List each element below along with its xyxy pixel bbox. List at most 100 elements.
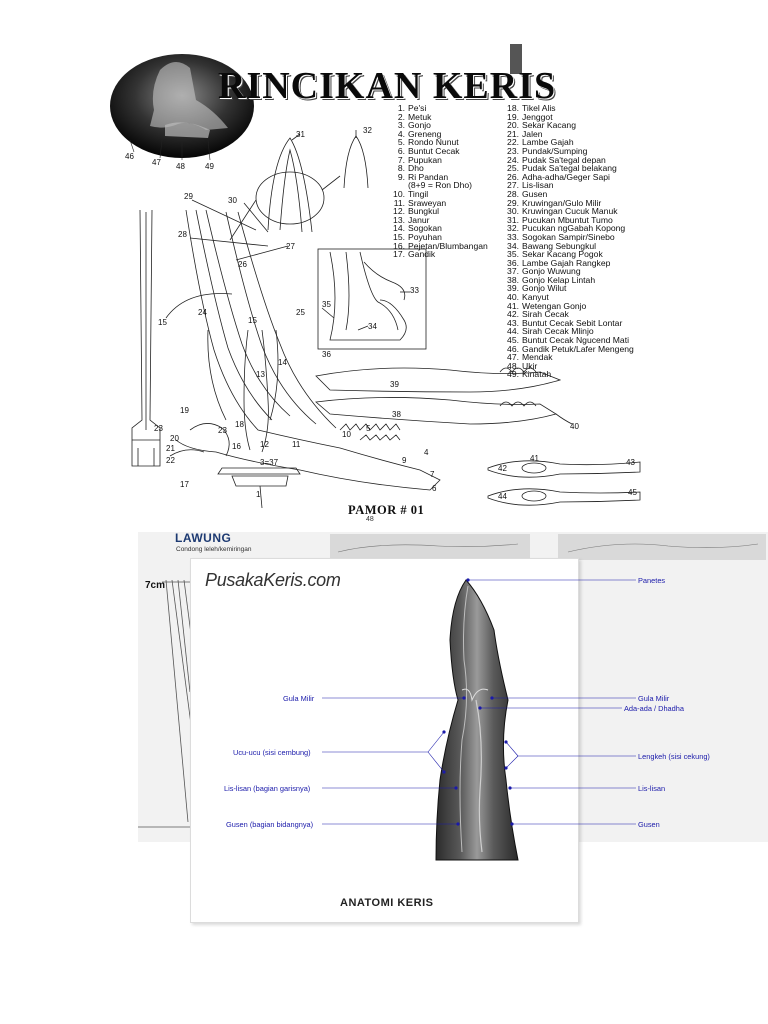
- parts-list-text: Sekar Kacang Pogok: [522, 249, 603, 260]
- parts-list-item: 5.Rondo Nunut: [386, 138, 488, 147]
- diagram-number: 16: [232, 442, 241, 451]
- parts-list-text: Pejetan/Blumbangan: [408, 240, 488, 251]
- parts-list-item: 35.Sekar Kacang Pogok: [500, 250, 634, 259]
- parts-list-number: 13.: [393, 214, 405, 225]
- parts-list-item: 7.Pupukan: [386, 154, 488, 165]
- parts-list-text: Rondo Nunut: [408, 137, 459, 148]
- parts-list-item: (8+9 = Ron Dho): [386, 181, 488, 190]
- diagram-number: 38: [392, 410, 401, 419]
- parts-list-number: 36.: [507, 257, 519, 268]
- diagram-number: 35: [322, 300, 331, 309]
- parts-list-item: 23.Pundak/Sumping: [500, 147, 634, 156]
- parts-list-number: 2.: [397, 111, 405, 122]
- diagram-number: 49: [205, 162, 214, 171]
- parts-list-item: 16.Pejetan/Blumbangan: [386, 240, 488, 251]
- parts-list-text: Bungkul: [408, 206, 440, 217]
- parts-list-text: Mendak: [522, 352, 553, 363]
- diagram-number: 41: [530, 454, 539, 463]
- diagram-number: 29: [184, 192, 193, 201]
- parts-list-item: 14.Sogokan: [386, 224, 488, 233]
- parts-list-item: 33.Sogokan Sampir/Sinebo: [500, 233, 634, 242]
- parts-list-item: 32.Pucukan ngGabah Kopong: [500, 224, 634, 233]
- parts-list-number: 41.: [507, 300, 519, 311]
- parts-list-number: 48.: [507, 360, 519, 371]
- diagram-number: 12: [260, 440, 269, 449]
- parts-list-item: 28.Gusen: [500, 190, 634, 199]
- parts-list-text: Sogokan Sampir/Sinebo: [522, 231, 615, 242]
- parts-list-number: 37.: [507, 266, 519, 277]
- parts-list-number: 26.: [507, 171, 519, 182]
- diagram-number: 36: [322, 350, 331, 359]
- parts-list-number: 7.: [397, 154, 405, 165]
- parts-list-number: 46.: [507, 343, 519, 354]
- parts-list-item: 13.Janur: [386, 214, 488, 225]
- parts-list-number: 27.: [507, 180, 519, 191]
- parts-list-item: 48.Ukir: [500, 362, 634, 371]
- parts-list-item: 44.Sirah Cecak Mlinjo: [500, 327, 634, 336]
- parts-list-text: Kinatah: [522, 369, 552, 380]
- parts-list-item: 49.Kinatah: [500, 370, 634, 379]
- diagram-number: 45: [628, 488, 637, 497]
- parts-list-text: Pudak Sa'tegal depan: [522, 154, 606, 165]
- label-lis-lisan-left: Lis-lisan (bagian garisnya): [224, 784, 311, 793]
- diagram-number: 26: [238, 260, 247, 269]
- parts-list-number: 8.: [397, 163, 405, 174]
- keris-line-drawing: [110, 44, 641, 509]
- parts-list-item: 21.Jalen: [500, 129, 634, 139]
- parts-list-number: 22.: [507, 137, 519, 148]
- parts-list-text: Dho: [408, 163, 424, 174]
- diagram-number: 15: [158, 318, 167, 327]
- parts-list-text: Gonjo Kelap Lintah: [522, 274, 596, 285]
- pamor-page-number: 48: [366, 516, 374, 523]
- parts-list-number: 39.: [507, 283, 519, 294]
- parts-list-item: 4.Greneng: [386, 129, 488, 139]
- parts-list-number: 20.: [507, 120, 519, 131]
- diagram-number: 47: [152, 158, 161, 167]
- diagram-number: 6: [432, 484, 437, 493]
- parts-list-number: 25.: [507, 163, 519, 174]
- parts-list-number: 44.: [507, 326, 519, 337]
- parts-list-number: 1.: [397, 103, 405, 113]
- parts-list-text: Tikel Alis: [522, 103, 556, 113]
- parts-list-text: Gonjo Wilut: [522, 283, 567, 294]
- diagram-number: 24: [198, 308, 207, 317]
- label-panetes: Panetes: [638, 576, 666, 585]
- parts-list-item: 39.Gonjo Wilut: [500, 284, 634, 293]
- parts-list-item: 34.Bawang Sebungkul: [500, 241, 634, 251]
- diagram-number: 9: [402, 456, 407, 465]
- diagram-number: 40: [570, 422, 579, 431]
- parts-list-text: Pe'si: [408, 103, 427, 113]
- diagram-number: 17: [180, 480, 189, 489]
- parts-list-text: Sirah Cecak: [522, 309, 569, 320]
- parts-list-text: Kruwingan Cucuk Manuk: [522, 206, 618, 217]
- label-ada-ada: Ada-ada / Dhadha: [624, 704, 684, 713]
- parts-list-item: 24.Pudak Sa'tegal depan: [500, 154, 634, 165]
- parts-list-number: 6.: [397, 145, 405, 156]
- parts-list-number: 5.: [397, 137, 405, 148]
- parts-list-item: 18.Tikel Alis: [500, 104, 634, 113]
- diagram-number: 43: [626, 458, 635, 467]
- parts-list-text: Poyuhan: [408, 231, 442, 242]
- parts-list-number: 14.: [393, 223, 405, 234]
- parts-list-number: 19.: [507, 111, 519, 122]
- parts-list-number: 24.: [507, 154, 519, 165]
- parts-list-item: 1.Pe'si: [386, 104, 488, 113]
- diagram-number: 10: [342, 430, 351, 439]
- parts-list-number: 10.: [393, 188, 405, 199]
- diagram-number: 18: [235, 420, 244, 429]
- pamor-label: PAMOR # 01: [348, 503, 425, 517]
- diagram-number: 15: [248, 316, 257, 325]
- parts-list-number: 45.: [507, 335, 519, 346]
- diagram-number: 13: [256, 370, 265, 379]
- brand-logo-text: PusakaKeris.com: [205, 570, 341, 590]
- diagram-number: 11: [292, 440, 301, 449]
- diagram-number: 27: [286, 242, 295, 251]
- parts-list-item: 19.Jenggot: [500, 111, 634, 122]
- diagram-number: 3=37: [260, 458, 279, 467]
- parts-list-number: 38.: [507, 274, 519, 285]
- label-lis-lisan-right: Lis-lisan: [638, 784, 666, 793]
- parts-list-number: 42.: [507, 309, 519, 320]
- parts-list-number: 43.: [507, 317, 519, 328]
- parts-list-text: Pucukan Mbuntut Tumo: [522, 214, 613, 225]
